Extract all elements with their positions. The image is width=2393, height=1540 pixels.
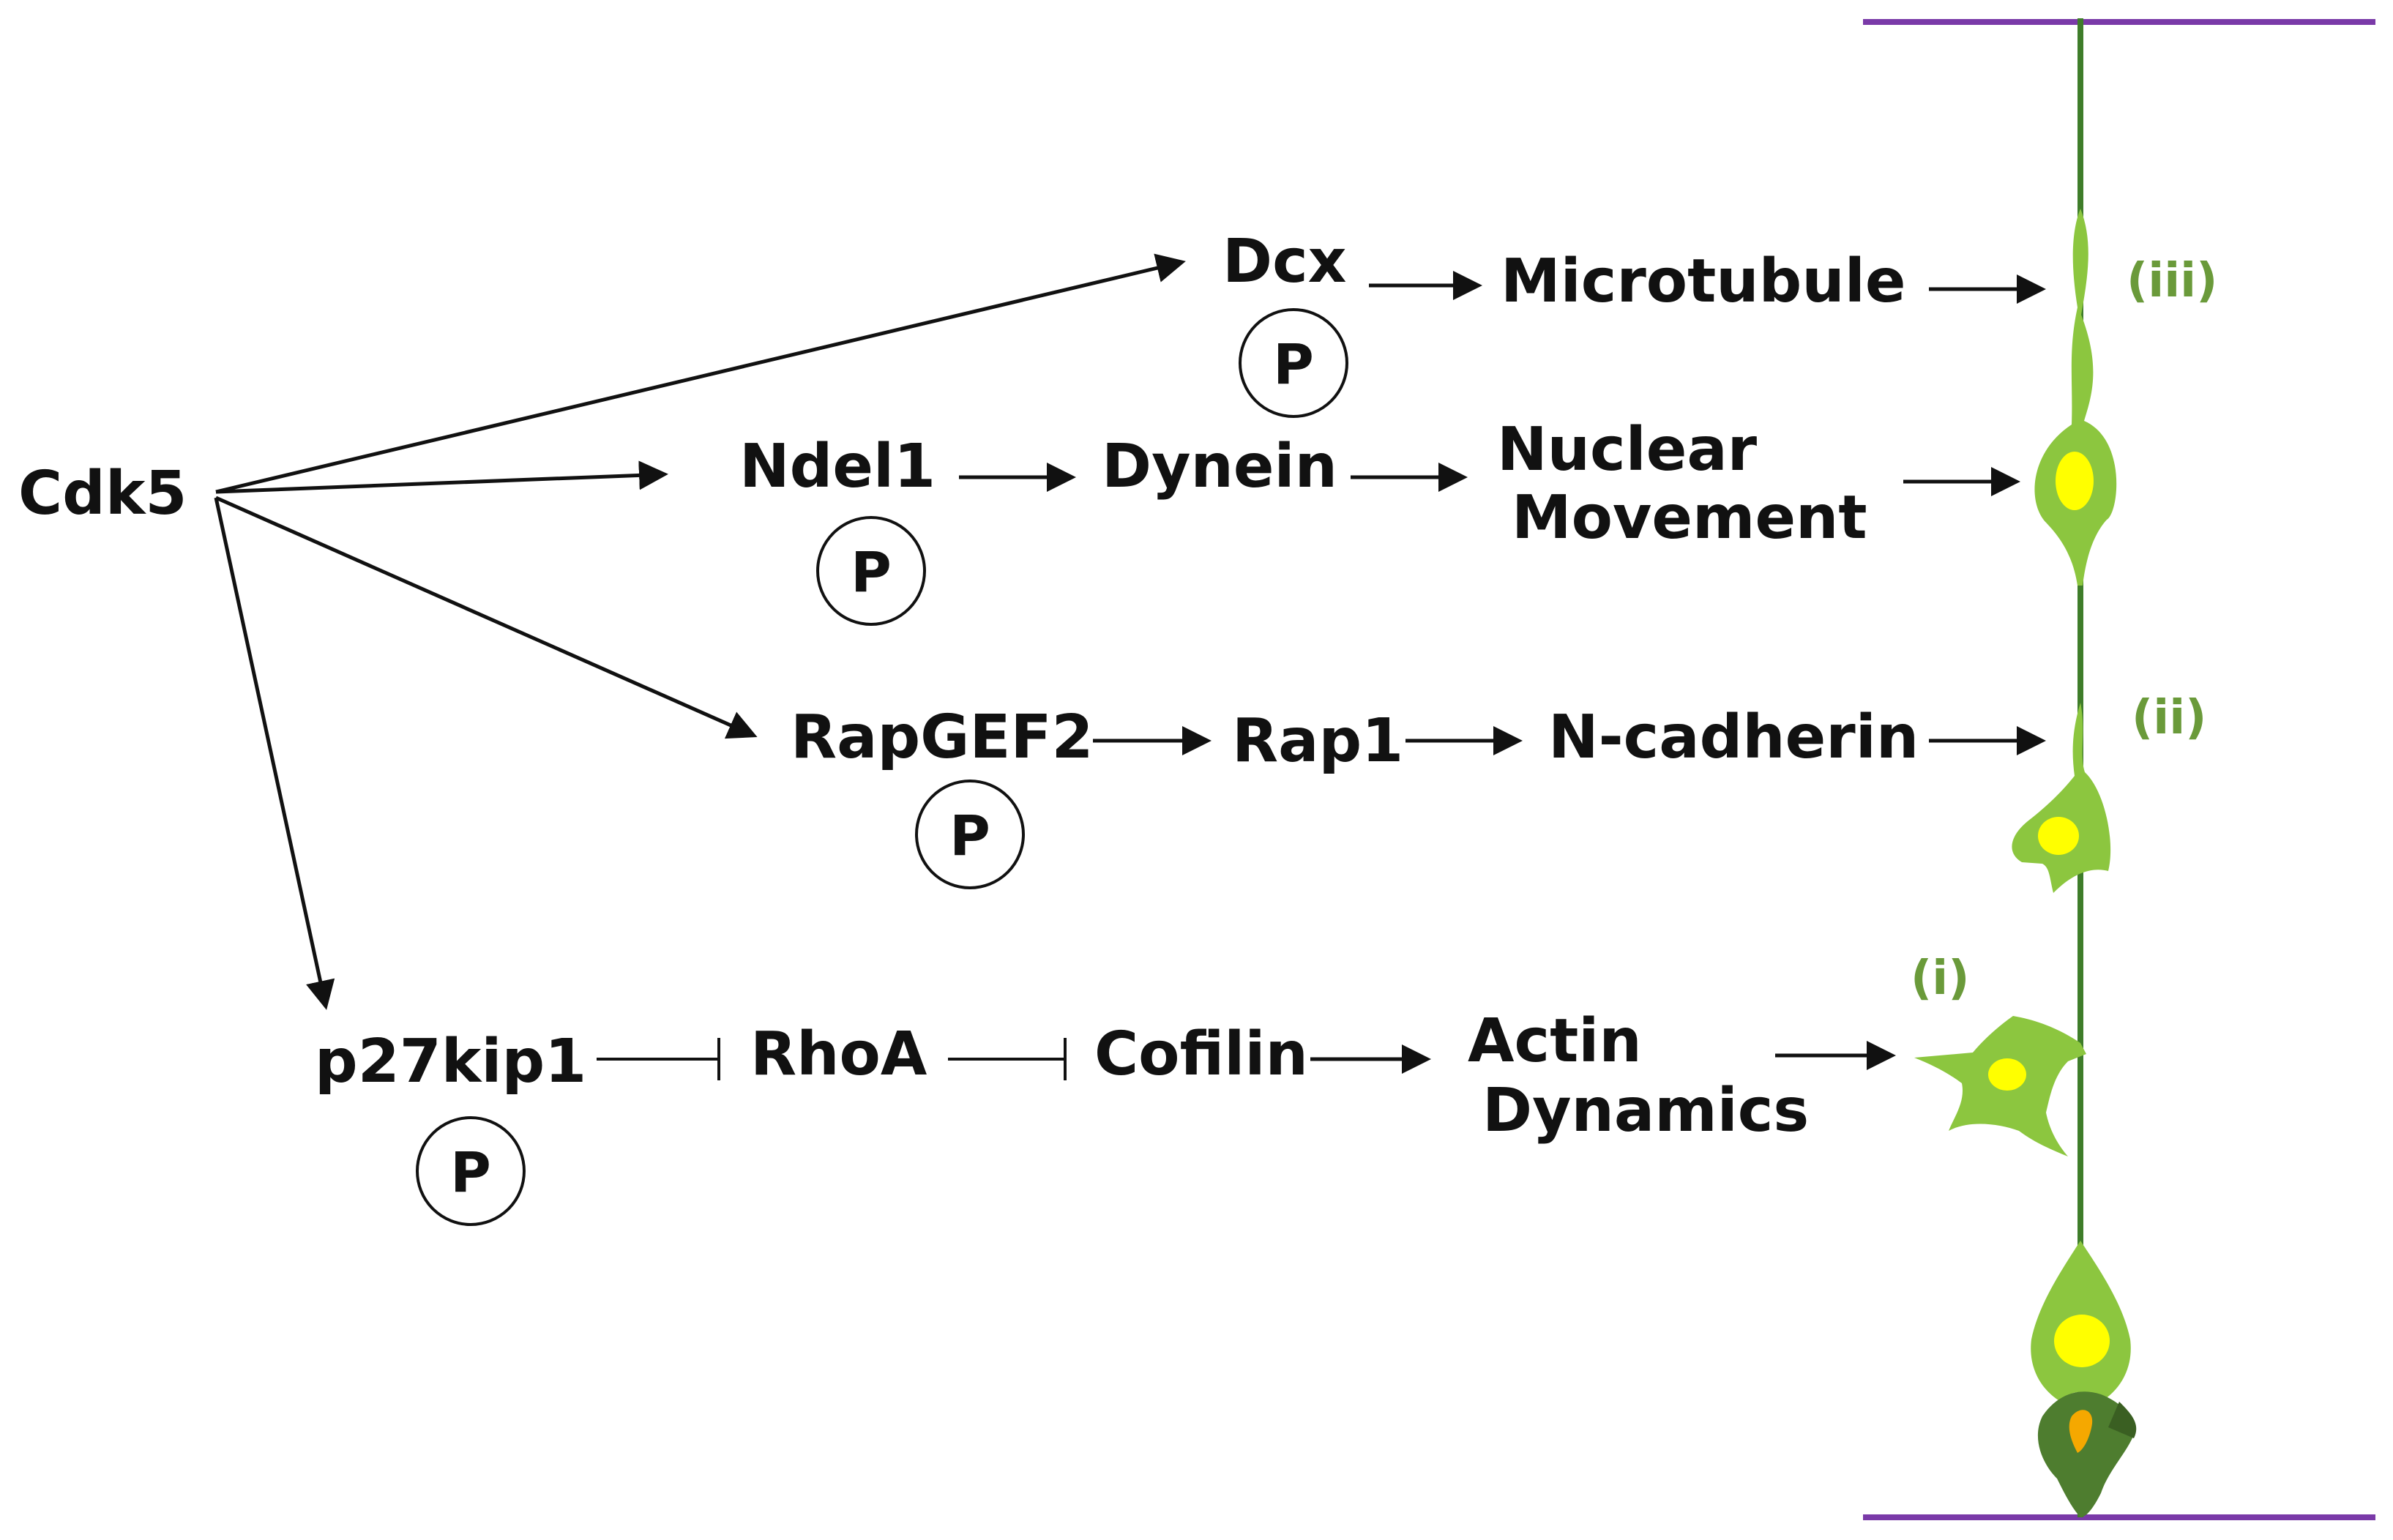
node-nuclear-movement-line1: Nuclear — [1497, 415, 1758, 485]
arrow-cdk5-to-ndel1 — [215, 460, 668, 494]
node-cdk5: Cdk5 — [18, 459, 187, 528]
nucleus-icon — [2054, 1315, 2110, 1367]
radial-glia-highlight — [2108, 1402, 2137, 1438]
node-ndel1: Ndel1 — [739, 432, 936, 501]
phospho-circle-p27kip1 — [416, 1116, 526, 1226]
node-rap1: Rap1 — [1232, 706, 1403, 776]
node-rhoa: RhoA — [750, 1020, 927, 1089]
arrow-cdk5-to-dcx — [215, 253, 1186, 494]
nucleus-orange-icon — [2069, 1410, 2093, 1453]
neuron-bipolar-middle — [2012, 703, 2111, 893]
stage-label-ii: (ii) — [2132, 691, 2206, 745]
node-rapgef2: RapGEF2 — [791, 703, 1094, 772]
phospho-label-dcx: P — [1273, 332, 1314, 397]
arrow-cdk5-to-rapgef2 — [214, 496, 758, 739]
node-dcx: Dcx — [1222, 227, 1347, 296]
node-p27kip1: p27kip1 — [315, 1027, 586, 1096]
node-actin-dynamics-line1: Actin — [1468, 1006, 1642, 1076]
nucleus-icon — [1988, 1058, 2026, 1091]
node-n-cadherin: N-cadherin — [1548, 703, 1919, 772]
nucleus-icon — [2038, 817, 2079, 855]
node-dynein: Dynein — [1102, 432, 1337, 501]
nucleus-icon — [2056, 452, 2094, 510]
neuron-locomoting-top — [2034, 209, 2117, 586]
phospho-circle-ndel1 — [816, 516, 926, 626]
node-microtubule: Microtubule — [1501, 247, 1905, 316]
phospho-label-rapgef2: P — [949, 803, 990, 868]
stage-label-i: (i) — [1911, 952, 1969, 1006]
phospho-label-p27kip1: P — [450, 1140, 491, 1205]
phospho-circle-rapgef2 — [915, 780, 1025, 889]
stage-label-iii: (iii) — [2127, 254, 2217, 308]
node-nuclear-movement-line2: Movement — [1512, 483, 1867, 553]
node-actin-dynamics-line2: Dynamics — [1482, 1076, 1809, 1145]
node-cofilin: Cofilin — [1094, 1020, 1308, 1089]
phospho-label-ndel1: P — [851, 539, 892, 605]
phospho-circle-dcx — [1239, 308, 1348, 418]
arrow-cdk5-to-p27kip1 — [214, 497, 335, 1010]
